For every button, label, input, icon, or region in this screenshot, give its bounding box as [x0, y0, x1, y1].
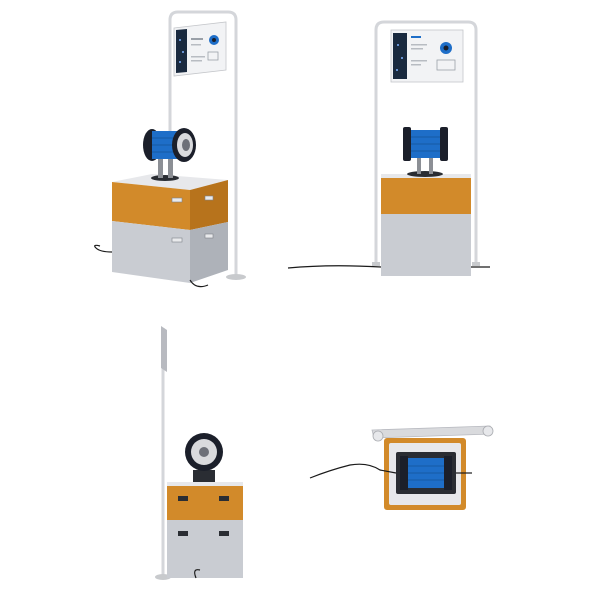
motor-exhibit: [403, 127, 448, 177]
view-perspective: [94, 10, 246, 288]
info-sign-board: [390, 29, 464, 83]
view-front: [287, 20, 490, 276]
view-top: [309, 425, 494, 510]
pedestal-cabinet: [112, 174, 228, 283]
motor-exhibit: [143, 128, 196, 181]
power-cable: [94, 244, 113, 253]
power-cable: [287, 265, 382, 269]
pedestal-cabinet: [381, 174, 471, 276]
sign-frame: [168, 10, 246, 280]
motor-exhibit: [396, 452, 456, 494]
power-cable: [194, 569, 201, 579]
sign-frame: [372, 20, 480, 266]
power-cable-floor: [189, 279, 209, 288]
motor-exhibit: [185, 433, 223, 482]
sign-frame: [371, 425, 494, 442]
info-sign-board: [173, 21, 227, 77]
pedestal-cabinet: [167, 482, 243, 578]
view-side: [155, 326, 243, 580]
power-cable: [309, 463, 397, 479]
